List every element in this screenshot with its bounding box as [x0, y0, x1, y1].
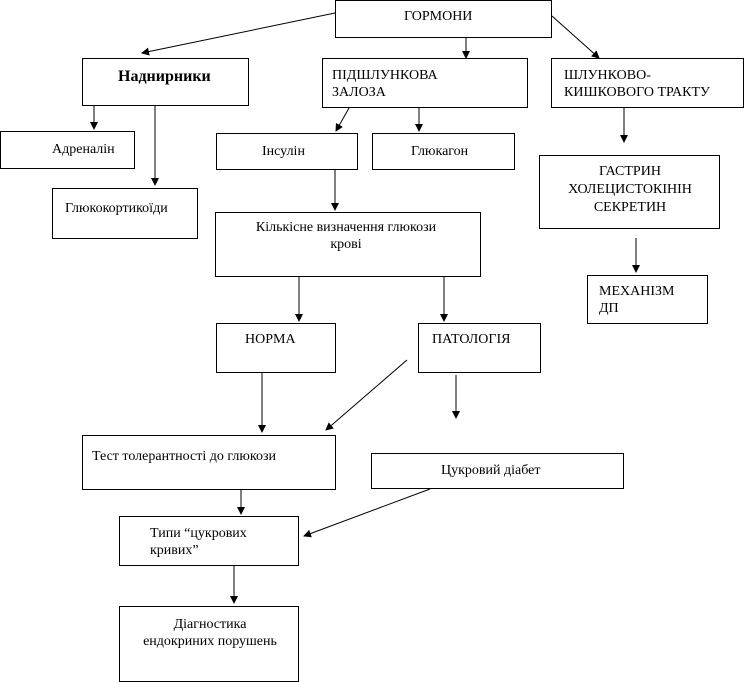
- arrow-hormones-to-gi: [551, 15, 600, 59]
- adrenal-box: Наднирники: [82, 58, 249, 106]
- gi-hormones-box: ГАСТРИН ХОЛЕЦИСТОКІНІН СЕКРЕТИН: [539, 155, 720, 229]
- insulin-box: Інсулін: [216, 133, 358, 170]
- arrow-pancreas-to-insulin: [335, 107, 350, 132]
- norm-box: НОРМА: [216, 323, 336, 373]
- hormones-label: ГОРМОНИ: [404, 9, 473, 24]
- glucose-quant-label: Кількісне визначення глюкози крові: [255, 220, 437, 252]
- norm-label: НОРМА: [245, 332, 296, 347]
- glucagon-box: Глюкагон: [372, 133, 515, 170]
- gi-tract-box: ШЛУНКОВО- КИШКОВОГО ТРАКТУ: [551, 58, 744, 108]
- tolerance-test-label: Тест толерантності до глюкози: [92, 449, 276, 464]
- pathology-box: ПАТОЛОГІЯ: [418, 323, 541, 373]
- diabetes-box: Цукровий діабет: [371, 453, 624, 489]
- arrow-diabetes-to-curves: [303, 488, 431, 538]
- diagnostics-box: Діагностика ендокриних порушень: [119, 606, 299, 682]
- glucocorticoids-label: Глюкокортикоїди: [65, 201, 168, 216]
- sugar-curves-label: Типи “цукрових кривих”: [150, 526, 247, 558]
- diagnostics-label: Діагностика ендокриних порушень: [143, 617, 277, 649]
- adrenalin-label: Адреналін: [52, 142, 115, 157]
- adrenal-label: Наднирники: [118, 68, 211, 85]
- tolerance-test-box: Тест толерантності до глюкози: [82, 435, 336, 490]
- sugar-curves-box: Типи “цукрових кривих”: [119, 516, 299, 566]
- glucocorticoids-box: Глюкокортикоїди: [52, 188, 198, 239]
- hormones-box: ГОРМОНИ: [335, 0, 552, 38]
- pancreas-box: ПІДШЛУНКОВА ЗАЛОЗА: [322, 58, 528, 108]
- insulin-label: Інсулін: [262, 144, 305, 159]
- gi-tract-label: ШЛУНКОВО- КИШКОВОГО ТРАКТУ: [564, 68, 710, 100]
- arrow-pathology-to-tolerance: [325, 359, 408, 431]
- gi-hormones-label: ГАСТРИН ХОЛЕЦИСТОКІНІН СЕКРЕТИН: [568, 164, 692, 215]
- pancreas-label: ПІДШЛУНКОВА ЗАЛОЗА: [332, 68, 438, 100]
- arrow-hormones-to-adrenal: [141, 12, 336, 56]
- glucagon-label: Глюкагон: [411, 144, 469, 159]
- pathology-label: ПАТОЛОГІЯ: [432, 332, 511, 347]
- adrenalin-box: Адреналін: [0, 131, 135, 169]
- mechanism-label: МЕХАНІЗМ ДП: [599, 284, 675, 316]
- glucose-quant-box: Кількісне визначення глюкози крові: [215, 212, 481, 277]
- diabetes-label: Цукровий діабет: [441, 463, 541, 478]
- mechanism-box: МЕХАНІЗМ ДП: [587, 275, 708, 324]
